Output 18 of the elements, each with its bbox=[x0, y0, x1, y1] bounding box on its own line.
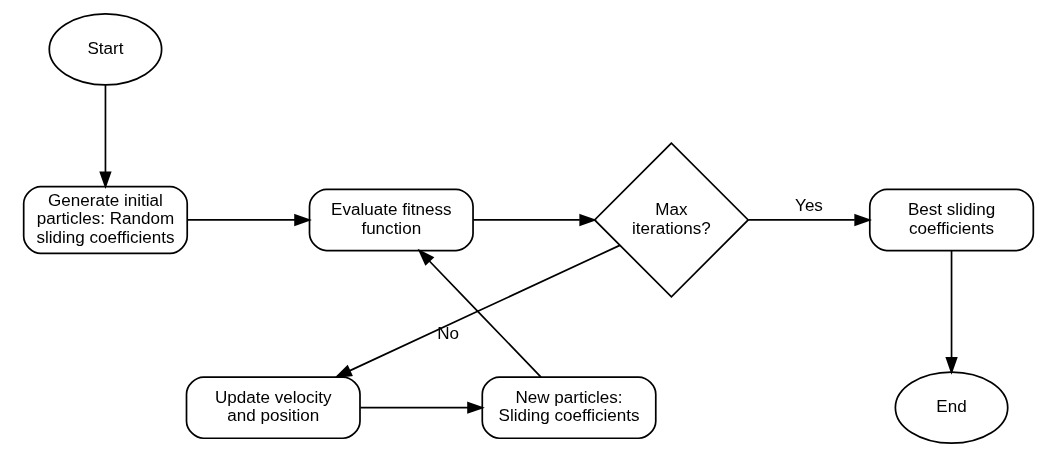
node-box: Update velocity and position bbox=[185, 376, 361, 440]
arrow bbox=[186, 213, 312, 227]
arrow bbox=[359, 401, 485, 414]
edge-label: Yes bbox=[795, 195, 823, 215]
arrow bbox=[99, 84, 112, 190]
node-box: Generate initial particles: Random sliding coefficients bbox=[22, 185, 189, 255]
node-diamond: Max iterations? bbox=[593, 141, 750, 298]
arrow bbox=[747, 213, 872, 227]
arrow bbox=[334, 244, 621, 378]
arrow bbox=[417, 248, 542, 378]
arrow bbox=[945, 249, 958, 375]
node-box: Evaluate fitness function bbox=[308, 188, 474, 252]
node-box: New particles: Sliding coefficients bbox=[481, 376, 657, 440]
arrow bbox=[472, 213, 597, 227]
node-ellipse: Start bbox=[48, 12, 163, 86]
node-ellipse: End bbox=[894, 371, 1009, 445]
edge-label: No bbox=[437, 323, 460, 343]
node-box: Best sliding coefficients bbox=[868, 188, 1035, 252]
